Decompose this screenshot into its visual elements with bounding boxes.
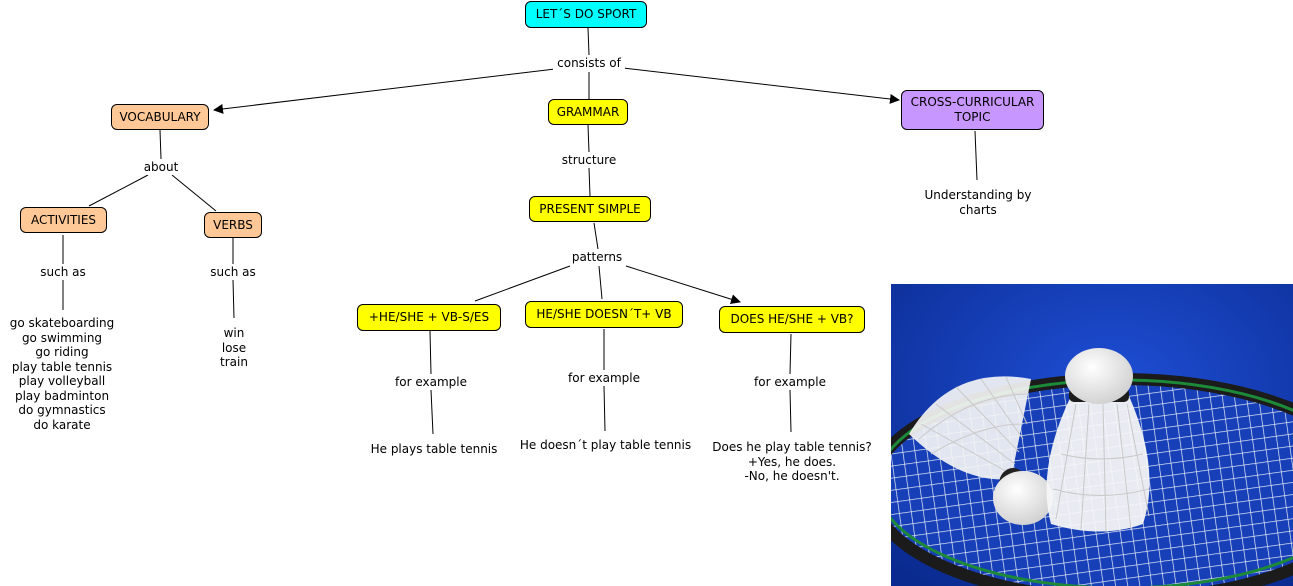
node-grammar[interactable]: GRAMMAR — [548, 99, 628, 125]
node-cross-curricular-topic[interactable]: CROSS-CURRICULAR TOPIC — [901, 90, 1044, 130]
link-label-about: about — [140, 160, 182, 175]
leaf-example-negative: He doesn´t play table tennis — [519, 438, 692, 452]
badminton-photo — [891, 284, 1293, 586]
leaf-understanding-by-charts: Understanding by charts — [924, 188, 1032, 217]
node-negative-pattern[interactable]: HE/SHE DOESN´T+ VB — [525, 301, 683, 328]
shuttlecock-image — [891, 284, 1293, 586]
leaf-example-question: Does he play table tennis? +Yes, he does… — [712, 440, 872, 483]
node-activities[interactable]: ACTIVITIES — [20, 207, 107, 233]
link-label-structure: structure — [558, 153, 620, 168]
link-label-consists-of: consists of — [553, 56, 625, 71]
leaf-verbs-list: win lose train — [220, 326, 248, 369]
leaf-example-affirmative: He plays table tennis — [370, 442, 498, 456]
node-affirmative-pattern[interactable]: +HE/SHE + VB-S/ES — [357, 304, 501, 331]
link-label-for-example-1: for example — [391, 375, 471, 390]
node-present-simple[interactable]: PRESENT SIMPLE — [529, 196, 651, 222]
node-question-pattern[interactable]: DOES HE/SHE + VB? — [719, 306, 865, 333]
node-vocabulary[interactable]: VOCABULARY — [111, 104, 209, 130]
node-lets-do-sport[interactable]: LET´S DO SPORT — [525, 1, 647, 28]
link-label-patterns: patterns — [567, 250, 627, 265]
node-verbs[interactable]: VERBS — [204, 212, 262, 238]
link-label-such-as-activities: such as — [36, 265, 90, 280]
leaf-activities-list: go skateboarding go swimming go riding p… — [9, 316, 115, 432]
link-label-for-example-3: for example — [750, 375, 830, 390]
link-label-such-as-verbs: such as — [206, 265, 260, 280]
link-label-for-example-2: for example — [564, 371, 644, 386]
